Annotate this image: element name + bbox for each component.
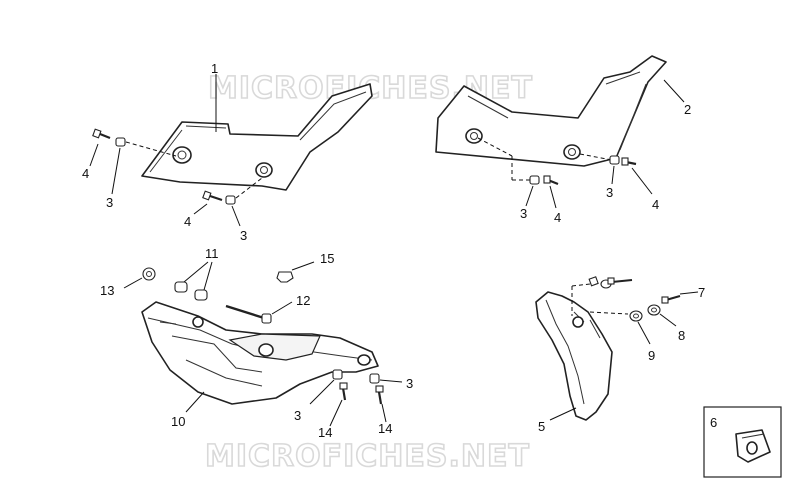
spacer-3-right-lower: [529, 175, 540, 185]
leader-11a: [183, 261, 209, 283]
spacer-3-left-lower: [225, 195, 236, 205]
leader-13: [123, 277, 143, 289]
leader-14a: [329, 399, 343, 427]
leader-2: [663, 79, 685, 103]
leader-3f: [379, 379, 403, 383]
callout-4-d: 4: [652, 197, 659, 212]
dash-line-2: [235, 177, 263, 199]
callout-9: 9: [648, 348, 655, 363]
bolt-12: [225, 304, 272, 324]
leader-8: [659, 313, 677, 327]
leader-11b: [203, 261, 213, 291]
dash-line-8: [571, 283, 591, 287]
rear-splash-guard: [535, 291, 613, 421]
callout-15: 15: [320, 251, 334, 266]
screw-4-right-upper: [621, 157, 637, 166]
spacer-3-guard-right: [369, 373, 380, 384]
callout-2: 2: [684, 102, 691, 117]
callout-3-a: 3: [106, 195, 113, 210]
right-side-fairing: [435, 55, 667, 167]
leader-3e: [309, 379, 335, 405]
callout-4-c: 4: [554, 210, 561, 225]
screw-4-left-upper: [92, 128, 111, 140]
leader-4b: [193, 203, 208, 215]
leader-7: [679, 291, 699, 295]
leader-10: [185, 391, 205, 413]
spacer-3-right-upper: [609, 155, 620, 165]
screw-4-left-lower: [202, 190, 223, 202]
nut-13: [142, 267, 156, 281]
screw-4-right-lower: [543, 175, 559, 186]
leader-3c: [525, 185, 534, 207]
callout-3-e: 3: [294, 408, 301, 423]
callout-3-f: 3: [406, 376, 413, 391]
callout-14-a: 14: [318, 425, 332, 440]
callout-12: 12: [296, 293, 310, 308]
callout-13: 13: [100, 283, 114, 298]
callout-3-b: 3: [240, 228, 247, 243]
callout-14-b: 14: [378, 421, 392, 436]
screw-7: [661, 295, 681, 304]
bushing-11-a: [174, 281, 188, 293]
leader-4c: [549, 185, 557, 209]
spacer-3-left-upper: [115, 137, 126, 147]
screw-14-right: [375, 385, 384, 405]
leader-15: [291, 261, 315, 271]
dash-line-6: [579, 153, 613, 161]
nut-15: [276, 271, 294, 283]
detail-box-label: 6: [710, 415, 717, 430]
watermark-bottom: MICROFICHES.NET: [205, 439, 530, 474]
left-side-fairing: [141, 83, 373, 191]
callout-3-c: 3: [520, 206, 527, 221]
washer-9: [629, 310, 643, 322]
leader-9: [637, 321, 651, 345]
screw-14-left: [339, 382, 348, 401]
leader-3a: [111, 147, 121, 195]
callout-1: 1: [211, 61, 218, 76]
leader-4a: [89, 143, 99, 167]
washer-8: [647, 304, 661, 316]
leader-3b: [231, 205, 241, 227]
callout-7: 7: [698, 285, 705, 300]
leader-4d: [631, 167, 653, 195]
callout-5: 5: [538, 419, 545, 434]
callout-10: 10: [171, 414, 185, 429]
fastener-5-group: [588, 276, 633, 289]
callout-3-d: 3: [606, 185, 613, 200]
spacer-3-guard-left: [332, 369, 343, 380]
engine-guard: [141, 301, 379, 405]
callout-4-a: 4: [82, 166, 89, 181]
dash-line-1: [125, 141, 177, 157]
leader-3d: [611, 165, 615, 185]
callout-4-b: 4: [184, 214, 191, 229]
callout-11: 11: [205, 246, 219, 261]
leader-12: [271, 301, 293, 315]
spring-clip-6: [735, 429, 771, 463]
leader-5: [549, 407, 577, 421]
leader-14b: [381, 403, 387, 423]
bushing-11-b: [194, 289, 208, 301]
dash-line-9: [589, 311, 629, 315]
callout-8: 8: [678, 328, 685, 343]
